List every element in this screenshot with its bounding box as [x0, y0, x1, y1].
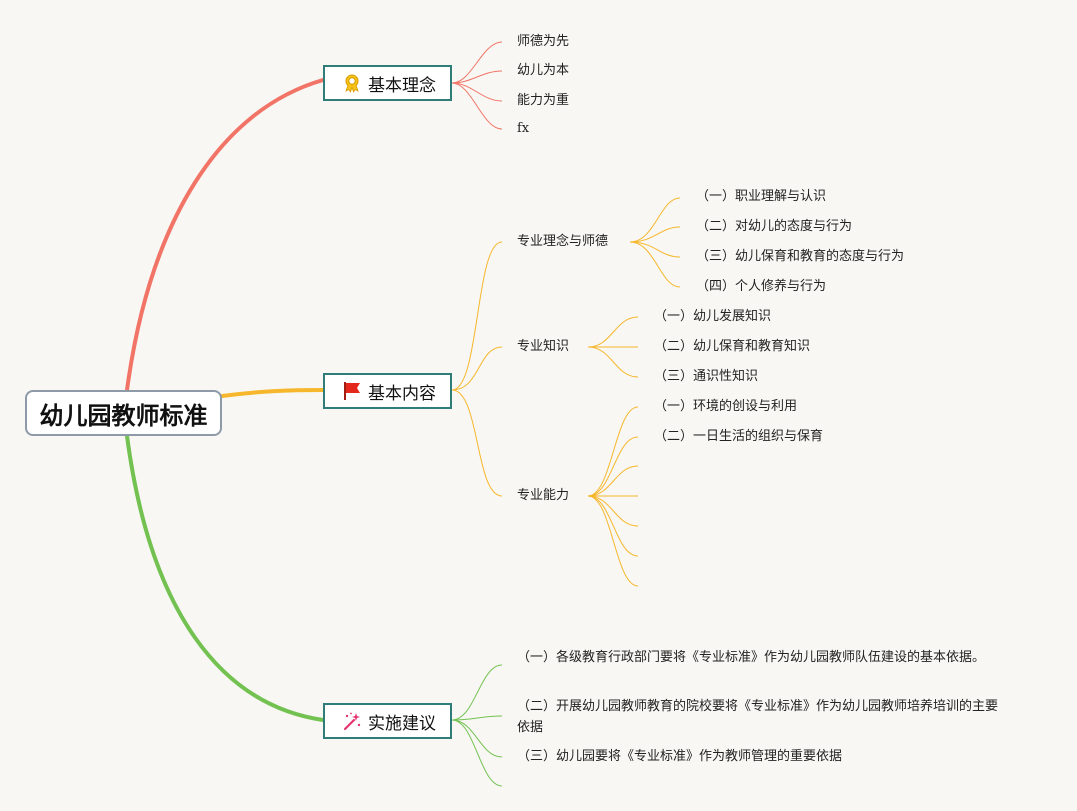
- leaf-basic-concept-2[interactable]: 幼儿为本: [517, 63, 570, 78]
- root-topic-label: 幼儿园教师标准: [39, 401, 208, 430]
- leaf-implementation-1[interactable]: （一）各级教育行政部门要将《专业标准》作为幼儿园教师队伍建设的基本依据。: [517, 650, 986, 665]
- subtopic-professional-ethics[interactable]: 专业理念与师德: [517, 234, 609, 249]
- root-topic[interactable]: 幼儿园教师标准: [25, 390, 222, 436]
- branch-connector-implementation: [125, 434, 325, 722]
- professional-knowledge-leaf-connectors: [587, 316, 639, 378]
- leaf-basic-concept-4[interactable]: fx: [517, 121, 530, 136]
- topic-implementation-label: 实施建议: [368, 713, 436, 734]
- topic-basic-content-label: 基本内容: [368, 383, 436, 404]
- leaf-ethics-1[interactable]: （一）职业理解与认识: [696, 189, 827, 204]
- red-flag-icon: [342, 381, 362, 401]
- leaf-implementation-3[interactable]: （三）幼儿园要将《专业标准》作为教师管理的重要依据: [517, 749, 843, 764]
- topic-basic-concept[interactable]: 基本理念: [323, 65, 452, 101]
- leaf-knowledge-1[interactable]: （一）幼儿发展知识: [654, 309, 772, 324]
- leaf-ability-1[interactable]: （一）环境的创设与利用: [654, 399, 798, 414]
- subtopic-professional-knowledge[interactable]: 专业知识: [517, 339, 570, 354]
- magic-wand-icon: [342, 711, 362, 731]
- subtopic-professional-ability[interactable]: 专业能力: [517, 488, 570, 503]
- leaf-ethics-4[interactable]: （四）个人修养与行为: [696, 279, 827, 294]
- branch-connector-basic-concept: [125, 78, 325, 392]
- implementation-leaf-connectors: [451, 664, 503, 787]
- topic-basic-concept-label: 基本理念: [368, 75, 436, 96]
- leaf-knowledge-2[interactable]: （二）幼儿保育和教育知识: [654, 339, 811, 354]
- branch-connector-basic-content: [220, 388, 325, 398]
- leaf-basic-concept-1[interactable]: 师德为先: [517, 34, 570, 49]
- leaf-implementation-2[interactable]: （二）开展幼儿园教师教育的院校要将《专业标准》作为幼儿园教师培养培训的主要依据: [517, 699, 999, 735]
- professional-ability-leaf-connectors: [587, 406, 639, 587]
- basic-content-sub-connectors: [451, 241, 503, 497]
- topic-basic-content[interactable]: 基本内容: [323, 373, 452, 409]
- award-medal-icon: [342, 73, 362, 93]
- basic-concept-leaf-connectors: [451, 41, 503, 130]
- leaf-knowledge-3[interactable]: （三）通识性知识: [654, 369, 759, 384]
- leaf-basic-concept-3[interactable]: 能力为重: [517, 93, 570, 108]
- leaf-ethics-2[interactable]: （二）对幼儿的态度与行为: [696, 219, 853, 234]
- leaf-ability-2[interactable]: （二）一日生活的组织与保育: [654, 429, 824, 444]
- leaf-ethics-3[interactable]: （三）幼儿保育和教育的态度与行为: [696, 249, 905, 264]
- professional-ethics-leaf-connectors: [629, 197, 681, 288]
- topic-implementation[interactable]: 实施建议: [323, 703, 452, 739]
